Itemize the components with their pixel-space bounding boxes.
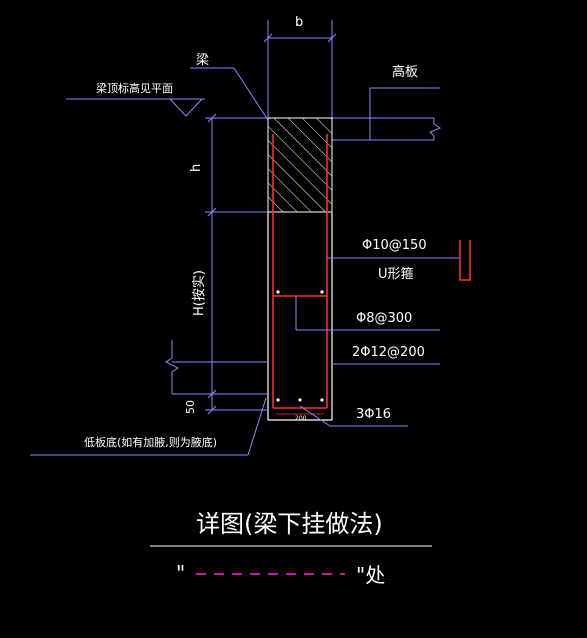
left-dimension-chain: [205, 113, 268, 415]
label-H: H(按实): [192, 270, 207, 316]
label-h: h: [189, 164, 204, 172]
beam-hatched-section: [267, 117, 333, 213]
label-tiny-dim: 200: [295, 415, 307, 422]
label-stirrup-spec: Φ10@150: [362, 238, 427, 253]
hanger-outline: [267, 212, 333, 421]
rebar-cage: [272, 134, 328, 409]
quote-open: ": [176, 561, 185, 585]
rebar-dots: [276, 290, 324, 402]
u-stirrup-symbol: [459, 240, 471, 281]
label-stirrup-type: U形箍: [378, 266, 414, 282]
low-slab-lines: [165, 340, 268, 395]
label-hanger-bars: Φ8@300: [356, 311, 412, 326]
label-high-slab: 高板: [392, 64, 418, 80]
label-bottom-bars: 3Φ16: [356, 407, 391, 422]
beam-top-level-marker: [66, 98, 205, 117]
label-beam-top-ref: 梁顶标高见平面: [96, 81, 173, 95]
label-50: 50: [184, 400, 197, 414]
label-side-bars: 2Φ12@200: [352, 345, 425, 360]
label-low-slab-bottom: 低板底(如有加腋,则为腋底): [84, 435, 217, 449]
label-b: b: [295, 15, 303, 30]
dimension-b: [263, 20, 337, 118]
low-slab-bottom-leader: [30, 397, 267, 456]
right-leaders: [295, 257, 460, 427]
detail-title: 详图(梁下挂做法): [196, 510, 383, 538]
quote-close: "处: [356, 563, 385, 587]
beam-leader: [190, 67, 269, 121]
high-slab-lines: [332, 87, 442, 141]
label-beam: 梁: [196, 53, 209, 68]
